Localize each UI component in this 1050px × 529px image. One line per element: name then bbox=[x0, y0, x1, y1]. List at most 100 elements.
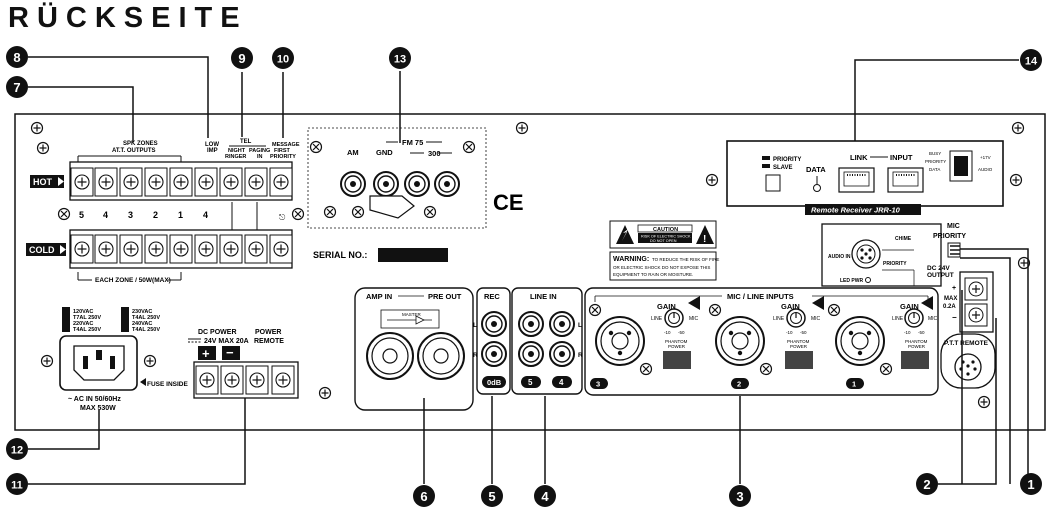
warning-text1: TO REDUCE THE RISK OF FIRE bbox=[652, 257, 719, 262]
zone-number: 1 bbox=[178, 210, 183, 220]
input-rj45-port bbox=[887, 167, 924, 193]
rr-link-label: LINK bbox=[850, 153, 868, 162]
tuner-screw-icon bbox=[323, 205, 337, 219]
warning-bold: WARNING: bbox=[613, 256, 649, 263]
tuner-screw-icon bbox=[462, 140, 476, 154]
mic-label: MIC bbox=[928, 316, 938, 322]
line5-l-jack bbox=[518, 311, 544, 337]
line-label: LINE bbox=[651, 316, 663, 322]
power-remote-label2: REMOTE bbox=[254, 338, 284, 345]
phantom-switch-2[interactable] bbox=[785, 351, 813, 369]
line-in-label: LINE IN bbox=[530, 292, 557, 301]
callout-11: 11 bbox=[6, 473, 28, 495]
receiver-name: Remote Receiver JRR-10 bbox=[811, 206, 901, 215]
channel-badge-2: 2 bbox=[737, 380, 741, 389]
gnd-label: GND bbox=[376, 148, 393, 157]
chime-label: CHIME bbox=[895, 236, 912, 242]
fuse-left-2: T7AL 250V bbox=[73, 315, 101, 321]
rec-l-label: L bbox=[473, 322, 477, 329]
channel-badge-1: 1 bbox=[852, 380, 856, 389]
mic-line-label: MIC / LINE INPUTS bbox=[727, 292, 794, 301]
callout-number: 11 bbox=[11, 480, 23, 492]
fuse-right-2: T4AL 250V bbox=[132, 315, 160, 321]
paging-label: PAGING bbox=[249, 148, 270, 154]
fm-jack-b bbox=[434, 171, 460, 197]
fuse-left-3: 220VAC bbox=[73, 321, 93, 327]
callout-number: 10 bbox=[277, 54, 289, 66]
chassis-screw-icon bbox=[977, 395, 991, 409]
fm-label: FM 75 bbox=[402, 138, 423, 147]
callout-4: 4 bbox=[534, 485, 556, 507]
iec-screw-icon bbox=[143, 354, 157, 368]
scale-low: -10 bbox=[904, 330, 911, 335]
iec-power-inlet bbox=[59, 335, 138, 391]
rr-priority-label: PRIORITY bbox=[773, 157, 801, 163]
callout-number: 4 bbox=[541, 489, 549, 504]
line-in-r-label: R bbox=[578, 352, 583, 359]
line-label: LINE bbox=[773, 316, 785, 322]
audio-in-label: AUDIO IN bbox=[828, 254, 851, 260]
mic-label: MIC bbox=[689, 316, 699, 322]
callout-1: 1 bbox=[1020, 473, 1042, 495]
mic-channel-2: GAIN LINE MIC -10 -50 PHANTOM POWER 2 bbox=[708, 296, 824, 389]
callout-number: 5 bbox=[488, 489, 495, 504]
fm-jack-a bbox=[404, 171, 430, 197]
switch-icon: ⎋ bbox=[279, 213, 286, 222]
amp-in-label: AMP IN bbox=[366, 292, 392, 301]
am-label: AM bbox=[347, 148, 359, 157]
ptt-label: P.T.T REMOTE bbox=[944, 340, 989, 347]
caution-sub1: RISK OF ELECTRIC SHOCK bbox=[641, 235, 691, 239]
max-power-label: MAX 530W bbox=[80, 405, 116, 412]
line-badge-4: 4 bbox=[559, 378, 564, 387]
each-zone-label: EACH ZONE / 50W(MAX) bbox=[95, 277, 171, 284]
mic-priority-title1: MIC bbox=[947, 223, 960, 230]
callout-3: 3 bbox=[729, 485, 751, 507]
warning-label: WARNING: TO REDUCE THE RISK OF FIRE OR E… bbox=[609, 251, 719, 281]
svg-text:−: − bbox=[952, 313, 957, 322]
callout-number: 13 bbox=[394, 54, 406, 66]
rec-r-label: R bbox=[473, 352, 478, 359]
gnd-jack bbox=[373, 171, 399, 197]
imp-label: IMP bbox=[207, 148, 218, 154]
line-in-section: LINE IN L R 5 4 bbox=[511, 287, 583, 395]
ce-mark: CE bbox=[493, 190, 524, 215]
phantom-switch-1[interactable] bbox=[901, 351, 929, 369]
fuse-inside-label: FUSE INSIDE bbox=[147, 381, 188, 388]
dc-power-terminal bbox=[193, 361, 299, 399]
chassis-screw-icon bbox=[318, 386, 332, 400]
line4-l-jack bbox=[549, 311, 575, 337]
callout-13: 13 bbox=[389, 47, 411, 69]
dc-out-terminal bbox=[959, 271, 994, 333]
caution-label: CAUTION RISK OF ELECTRIC SHOCK DO NOT OP… bbox=[609, 220, 717, 249]
master-label: MASTER bbox=[402, 312, 422, 317]
callout-number: 9 bbox=[238, 51, 245, 66]
cold-terminal-block bbox=[69, 229, 293, 269]
phantom-label2: POWER bbox=[668, 344, 686, 349]
phantom-label2: POWER bbox=[790, 344, 808, 349]
callout-number: 6 bbox=[420, 489, 427, 504]
chassis-screw-icon bbox=[1011, 121, 1025, 135]
callout-number: 3 bbox=[736, 489, 743, 504]
fuse-right-4: T4AL 250V bbox=[132, 327, 160, 333]
link-rj45-port bbox=[838, 167, 875, 193]
chassis-screw-icon bbox=[30, 121, 44, 135]
phantom-switch-3[interactable] bbox=[663, 351, 691, 369]
spk-zones-label: SPK ZONES bbox=[123, 141, 158, 147]
ptt-remote-connector: P.T.T REMOTE bbox=[940, 333, 996, 389]
busy-pin-label: BUSY bbox=[929, 151, 941, 156]
ac-in-label: ~ AC IN 50/60Hz bbox=[68, 396, 121, 403]
remote-receiver-module: PRIORITY SLAVE DATA LINK INPUT BUSY PRIO… bbox=[705, 140, 1023, 215]
rec-section: REC L R 0dB bbox=[473, 287, 511, 395]
max-label2: 0.2A bbox=[943, 304, 956, 310]
callout-5: 5 bbox=[481, 485, 503, 507]
phantom-label1: PHANTOM bbox=[665, 339, 688, 344]
mount-screw-icon bbox=[291, 207, 305, 221]
tuner-screw-icon bbox=[351, 205, 365, 219]
callout-number: 7 bbox=[13, 80, 20, 95]
line-badge-5: 5 bbox=[528, 378, 533, 387]
led-pwr-label: LED PWR bbox=[840, 278, 863, 284]
fuse-left-1: 120VAC bbox=[73, 309, 93, 315]
hot-label: HOT bbox=[33, 177, 53, 187]
mic-channel-1: GAIN LINE MIC -10 -50 PHANTOM POWER 1 bbox=[827, 296, 938, 389]
